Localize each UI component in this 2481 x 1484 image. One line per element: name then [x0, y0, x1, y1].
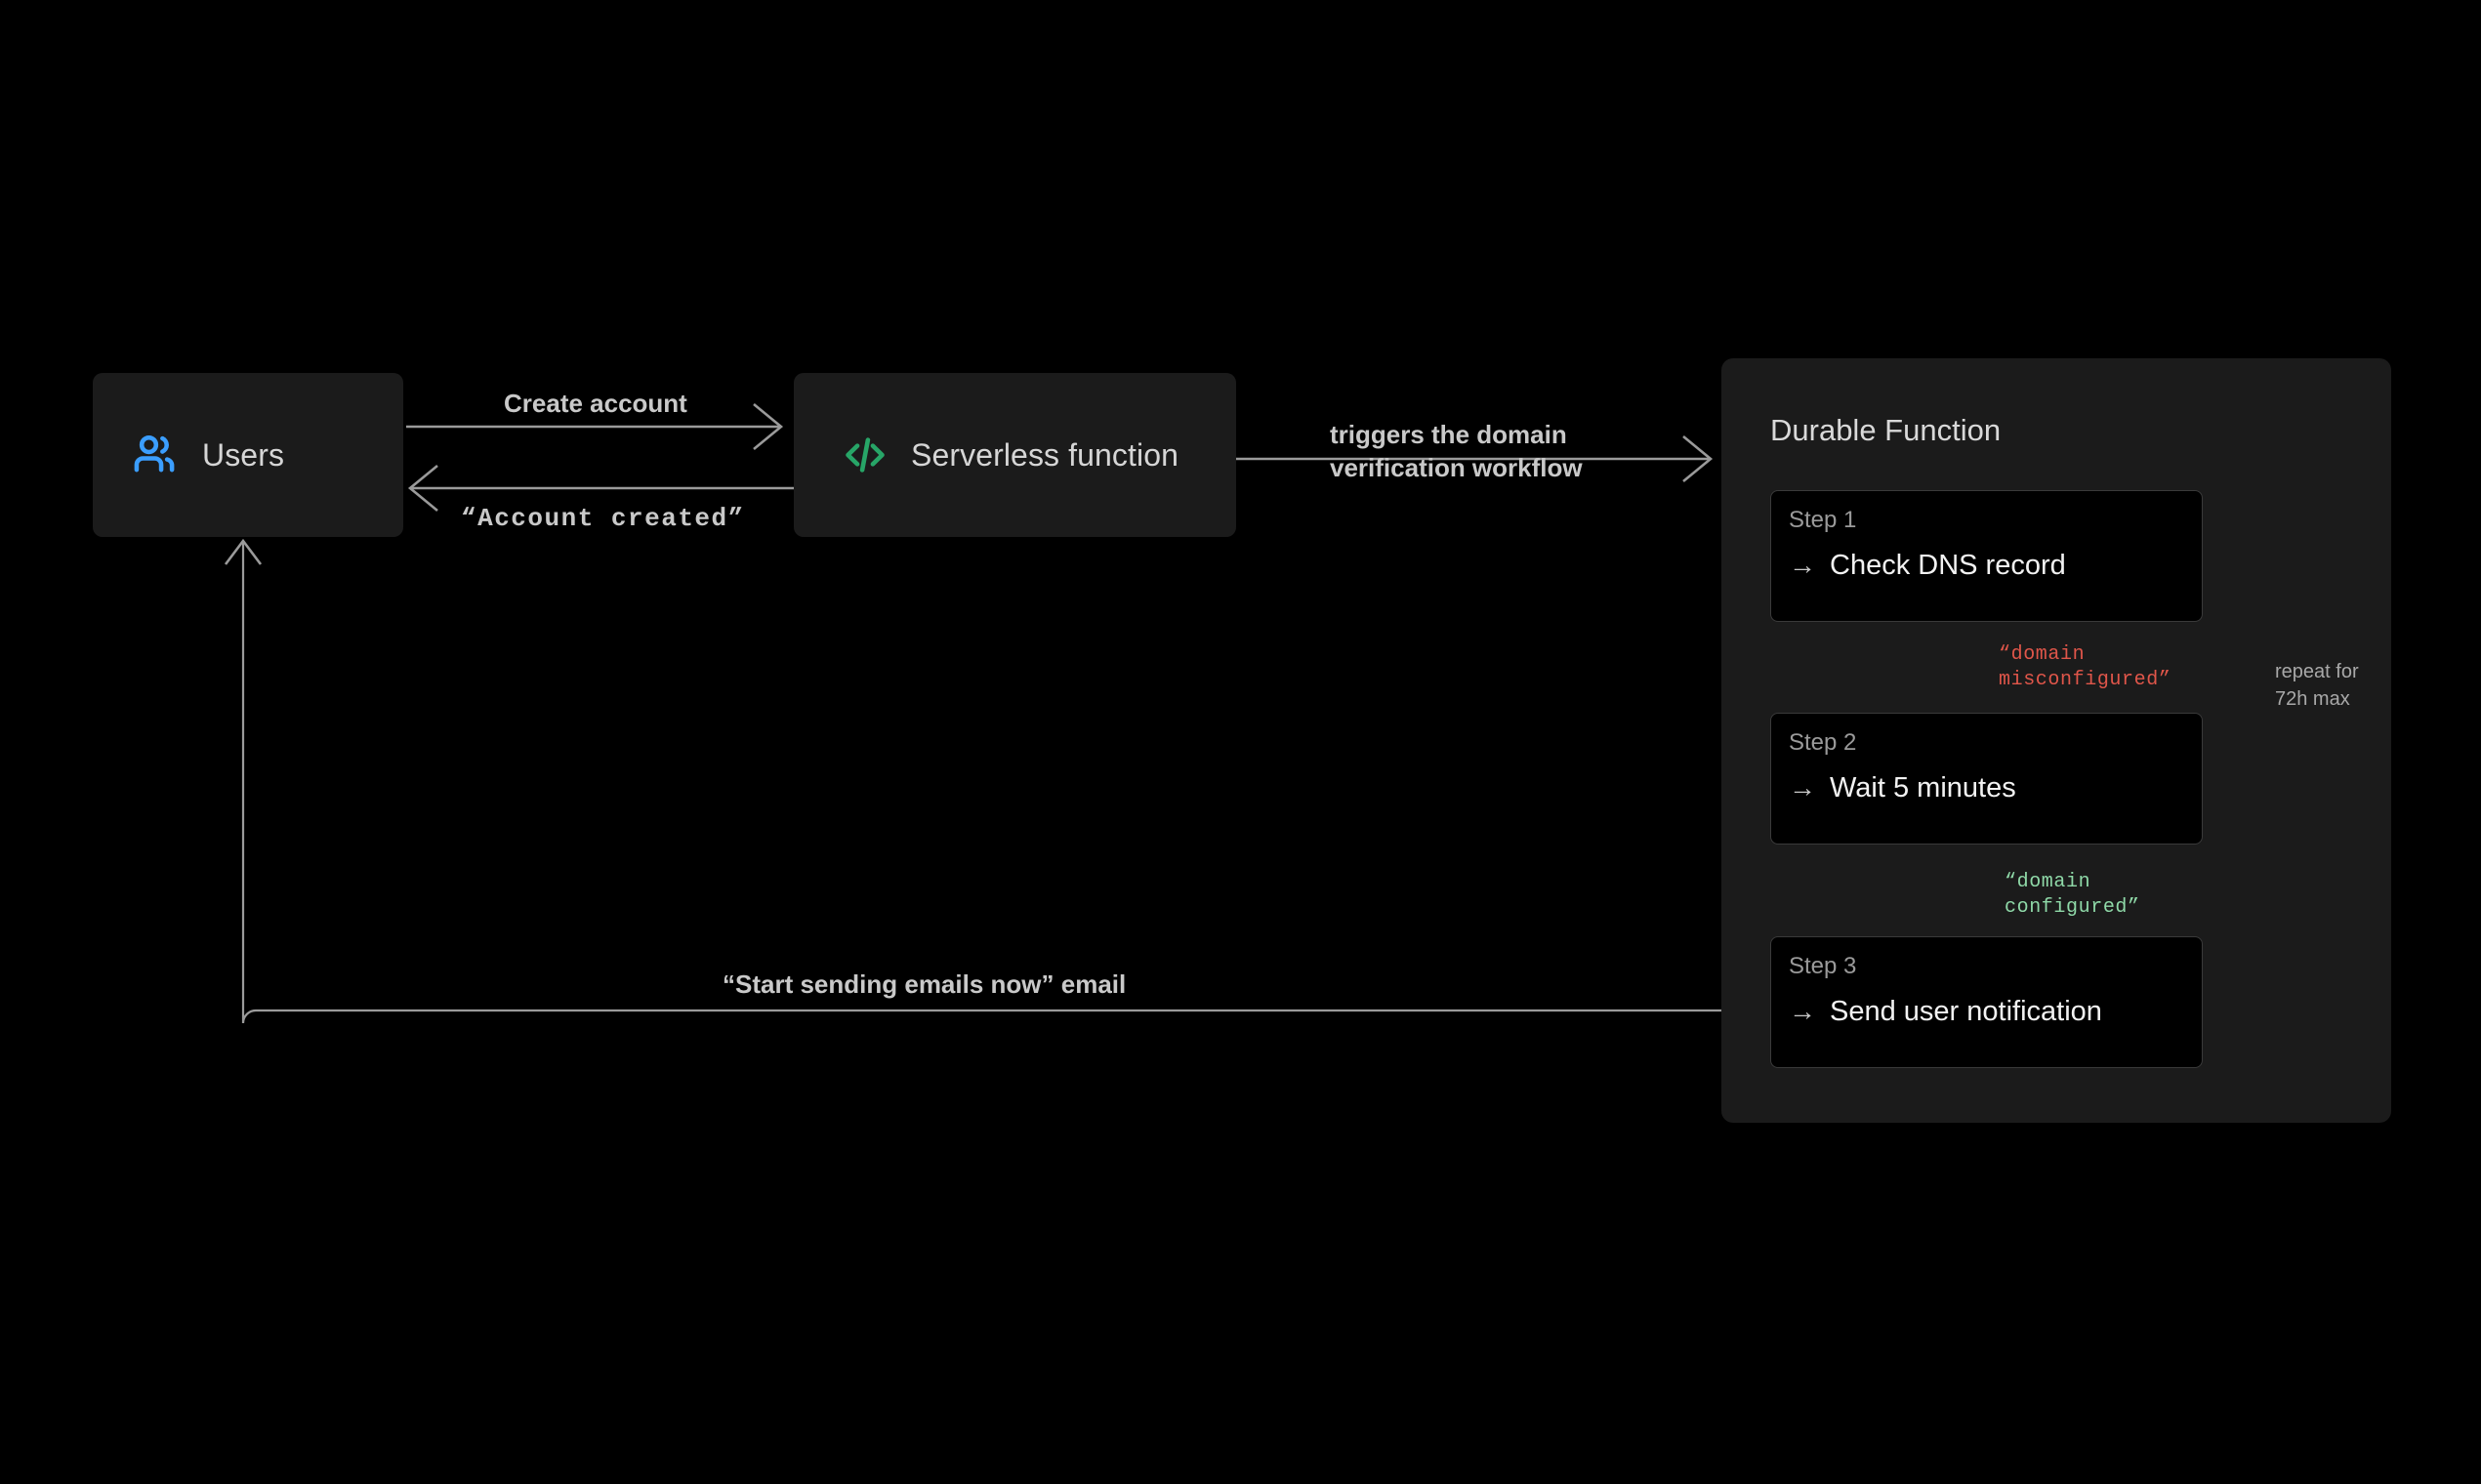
step-card-1[interactable]: Step 1 → Check DNS record [1770, 490, 2203, 622]
edge-start-sending-email [224, 538, 1767, 1024]
panel-durable-function: Durable Function Step 1 → Check DNS reco… [1721, 358, 2391, 1123]
step-card-2[interactable]: Step 2 → Wait 5 minutes [1770, 713, 2203, 845]
arrow-right-icon: → [1789, 549, 1816, 580]
edge-label-create-account: Create account [504, 389, 687, 418]
step-1-kicker: Step 1 [1789, 507, 1857, 533]
arrow-right-icon: → [1789, 995, 1816, 1026]
step-3-kicker: Step 3 [1789, 953, 1857, 979]
step-3-text: Send user notification [1830, 996, 2102, 1027]
durable-function-title: Durable Function [1770, 413, 2002, 447]
node-users-label: Users [202, 436, 285, 473]
step-card-3[interactable]: Step 3 → Send user notification [1770, 936, 2203, 1068]
edge-label-triggers-workflow: triggers the domain verification workflo… [1330, 420, 1583, 483]
node-users[interactable]: Users [93, 373, 403, 537]
step-2-body: → Wait 5 minutes [1789, 771, 2202, 804]
code-brackets-icon [841, 431, 889, 479]
users-icon [130, 430, 181, 480]
node-serverless-function[interactable]: Serverless function [794, 373, 1236, 537]
edge-label-repeat-72h: repeat for 72h max [2275, 661, 2359, 710]
arrow-right-icon: → [1789, 771, 1816, 803]
step-1-body: → Check DNS record [1789, 549, 2202, 581]
step-2-kicker: Step 2 [1789, 729, 1857, 756]
edge-label-domain-configured: “domain configured” [2005, 871, 2140, 920]
step-3-body: → Send user notification [1789, 995, 2202, 1027]
edge-label-domain-misconfigured: “domain misconfigured” [1999, 643, 2171, 692]
step-2-text: Wait 5 minutes [1830, 772, 2016, 804]
edge-label-start-sending-email: “Start sending emails now” email [723, 969, 1127, 999]
edge-label-account-created: “Account created” [461, 504, 745, 533]
step-1-text: Check DNS record [1830, 550, 2066, 581]
node-serverless-label: Serverless function [911, 436, 1179, 473]
